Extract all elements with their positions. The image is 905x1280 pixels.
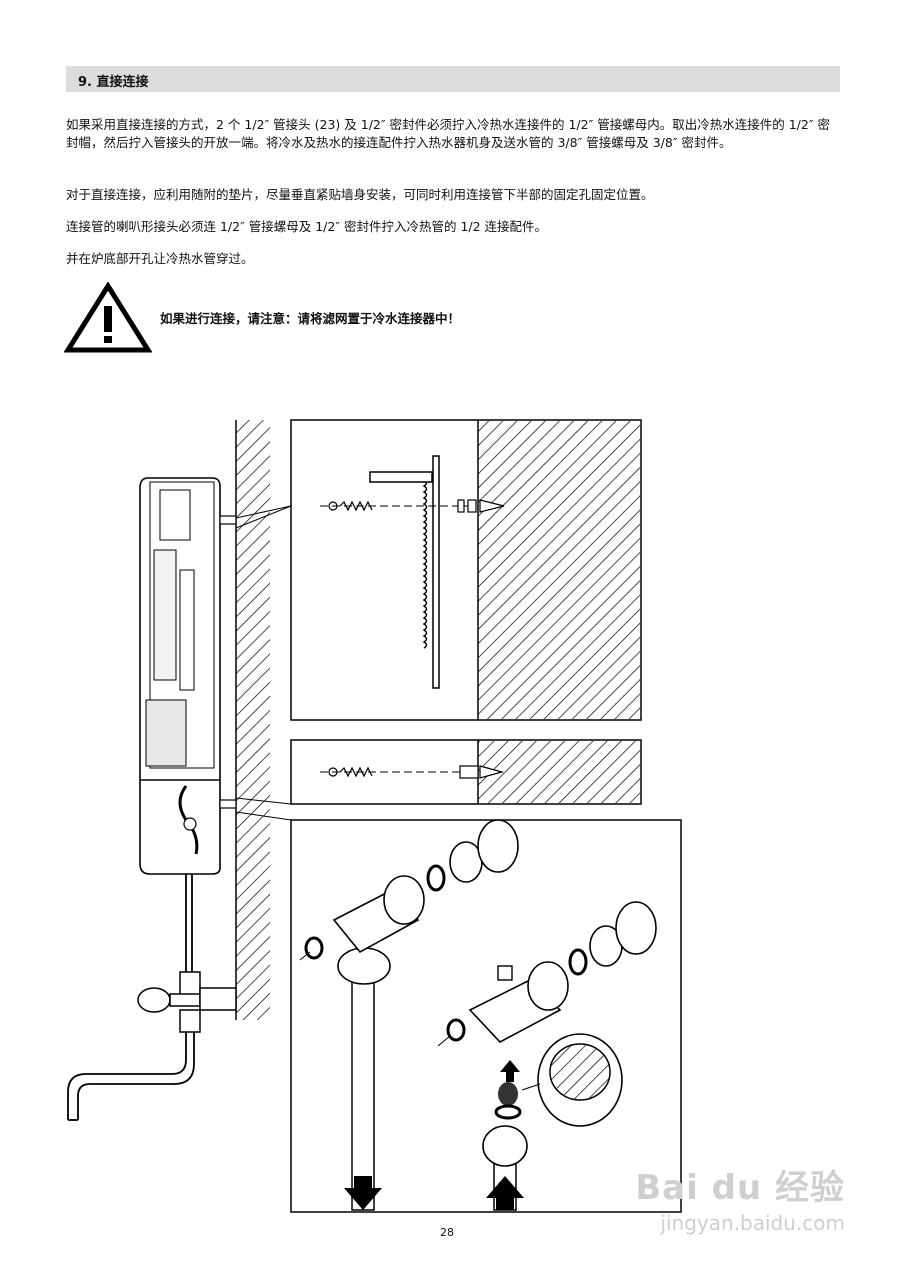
watermark-sub: jingyan.baidu.com: [660, 1211, 845, 1235]
section-title: 9. 直接连接: [78, 75, 149, 90]
detail-box-connectors: [290, 819, 682, 1213]
watermark: Bai du 经验 jingyan.baidu.com: [635, 1160, 845, 1235]
page-number: 28: [440, 1226, 454, 1239]
paragraph-4: 并在炉底部开孔让冷热水管穿过。: [66, 251, 254, 266]
paragraph-1: 如果采用直接连接的方式，2 个 1/2″ 管接头 (23) 及 1/2″ 密封件…: [66, 117, 830, 150]
paragraph-3: 连接管的喇叭形接头必须连 1/2″ 管接螺母及 1/2″ 密封件拧入冷热管的 1…: [66, 219, 548, 234]
detail-box-mounting: [290, 419, 642, 721]
detail-box-anchor: [290, 739, 642, 805]
warning-triangle-icon: [64, 282, 152, 353]
water-heater-unit: [139, 477, 237, 875]
watermark-main: Bai du 经验: [635, 1168, 845, 1208]
warning-text: 如果进行连接，请注意：请将滤网置于冷水连接器中！: [160, 311, 461, 326]
section-heading-bar: 9. 直接连接: [66, 66, 840, 92]
wall-section: [235, 420, 270, 1020]
installation-diagram: [67, 419, 682, 1213]
faucet-assembly: [67, 874, 237, 1121]
paragraph-2: 对于直接连接，应利用随附的垫片，尽量垂直紧贴墙身安装，可同时利用连接管下半部的固…: [66, 187, 654, 202]
